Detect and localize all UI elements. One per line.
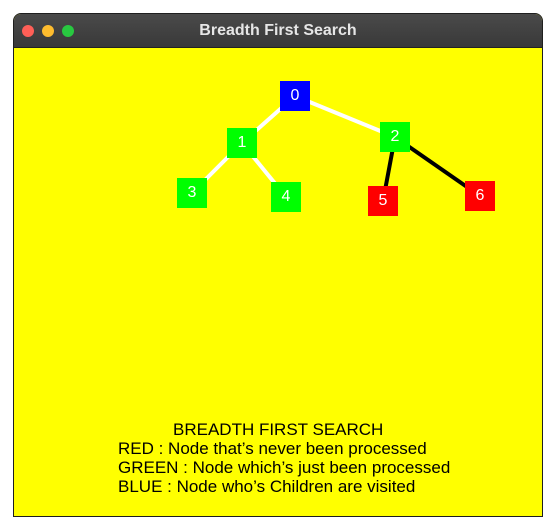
graph-node-3: 3 bbox=[177, 178, 207, 208]
window-title: Breadth First Search bbox=[199, 22, 357, 39]
close-window-button[interactable] bbox=[22, 25, 34, 37]
legend-red: RED : Node that’s never been processed bbox=[118, 439, 427, 458]
legend-green: GREEN : Node which’s just been processed bbox=[118, 458, 451, 477]
maximize-window-button[interactable] bbox=[62, 25, 74, 37]
graph-node-6: 6 bbox=[465, 181, 495, 211]
legend-blue: BLUE : Node who’s Children are visited bbox=[118, 477, 416, 496]
edge-0-2 bbox=[294, 94, 396, 139]
legend-heading: BREADTH FIRST SEARCH bbox=[173, 420, 384, 439]
title-bar[interactable]: Breadth First Search bbox=[14, 14, 542, 48]
graph-node-1: 1 bbox=[227, 128, 257, 158]
app-window: Breadth First Search 0 1 2 3 4 5 6 BREAD… bbox=[13, 13, 543, 517]
graph-node-0: 0 bbox=[280, 81, 310, 111]
graph-node-5: 5 bbox=[368, 186, 398, 216]
graph-canvas: 0 1 2 3 4 5 6 BREADTH FIRST SEARCH RED :… bbox=[14, 48, 542, 516]
graph-node-4: 4 bbox=[271, 182, 301, 212]
minimize-window-button[interactable] bbox=[42, 25, 54, 37]
graph-node-2: 2 bbox=[380, 122, 410, 152]
legend: BREADTH FIRST SEARCH RED : Node that’s n… bbox=[118, 420, 450, 496]
